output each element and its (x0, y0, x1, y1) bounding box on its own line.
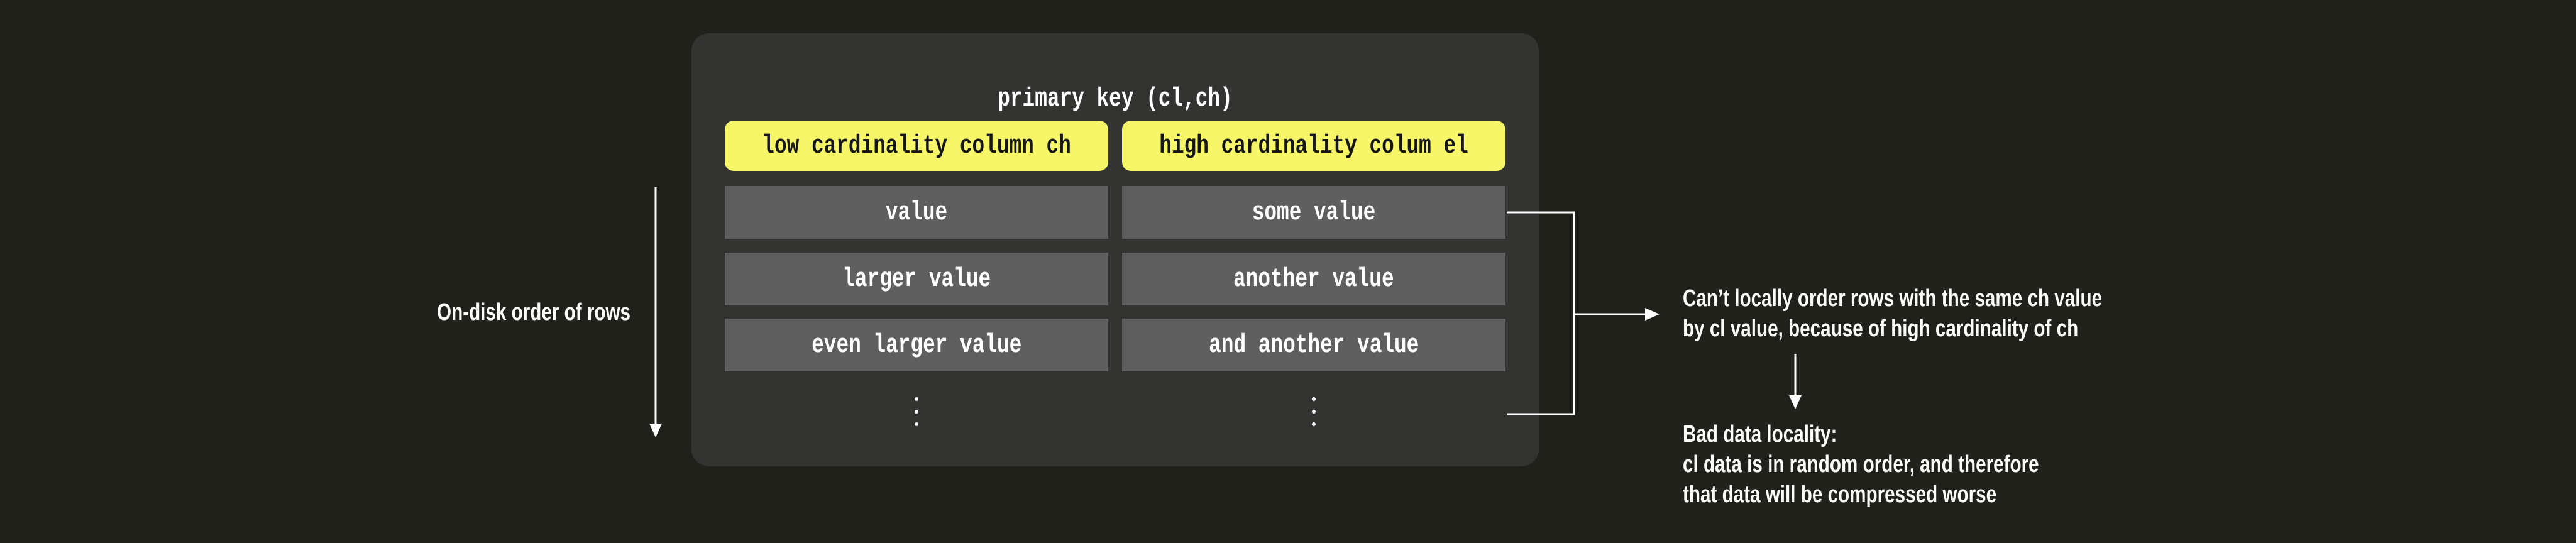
panel-title: primary key (cl,ch) (998, 84, 1233, 114)
table-cell: larger value (725, 253, 1108, 305)
cell-value: and another value (1208, 330, 1419, 360)
dot (915, 410, 918, 414)
primary-key-panel (691, 33, 1539, 466)
table-cell: value (725, 186, 1108, 239)
table-cell: and another value (1122, 319, 1505, 371)
column-header-label: low cardinality column ch (762, 131, 1071, 161)
locality-note-line: cl data is in random order, and therefor… (1683, 451, 2039, 478)
dot (1312, 397, 1316, 401)
column-header-low-cardinality: low cardinality column ch (725, 121, 1108, 171)
table-cell: another value (1122, 253, 1505, 305)
cell-value: some value (1252, 197, 1376, 228)
table-cell: some value (1122, 186, 1505, 239)
ellipsis-icon (915, 397, 918, 426)
locality-note: Bad data locality: cl data is in random … (1683, 419, 2039, 510)
cell-value: even larger value (811, 330, 1022, 360)
dot (915, 397, 918, 401)
locality-note-line: that data will be compressed worse (1683, 481, 1997, 508)
cell-value: another value (1233, 264, 1394, 294)
column-header-label: high cardinality colum el (1159, 131, 1468, 161)
on-disk-order-label: On-disk order of rows (437, 299, 630, 326)
down-arrow-disk-order (649, 187, 662, 437)
right-arrow-to-note (1574, 308, 1660, 321)
down-arrow-between-notes (1789, 354, 1802, 409)
cell-value: larger value (842, 264, 991, 294)
ordering-note-line: Can’t locally order rows with the same c… (1683, 285, 2103, 312)
dot (915, 422, 918, 426)
ellipsis-icon (1312, 397, 1316, 426)
dot (1312, 410, 1316, 414)
table-cell: even larger value (725, 319, 1108, 371)
ordering-note: Can’t locally order rows with the same c… (1683, 283, 2102, 344)
locality-note-line: Bad data locality: (1683, 421, 1837, 447)
ordering-note-line: by cl value, because of high cardinality… (1683, 315, 2079, 342)
column-header-high-cardinality: high cardinality colum el (1122, 121, 1505, 171)
cell-value: value (885, 197, 948, 228)
dot (1312, 422, 1316, 426)
